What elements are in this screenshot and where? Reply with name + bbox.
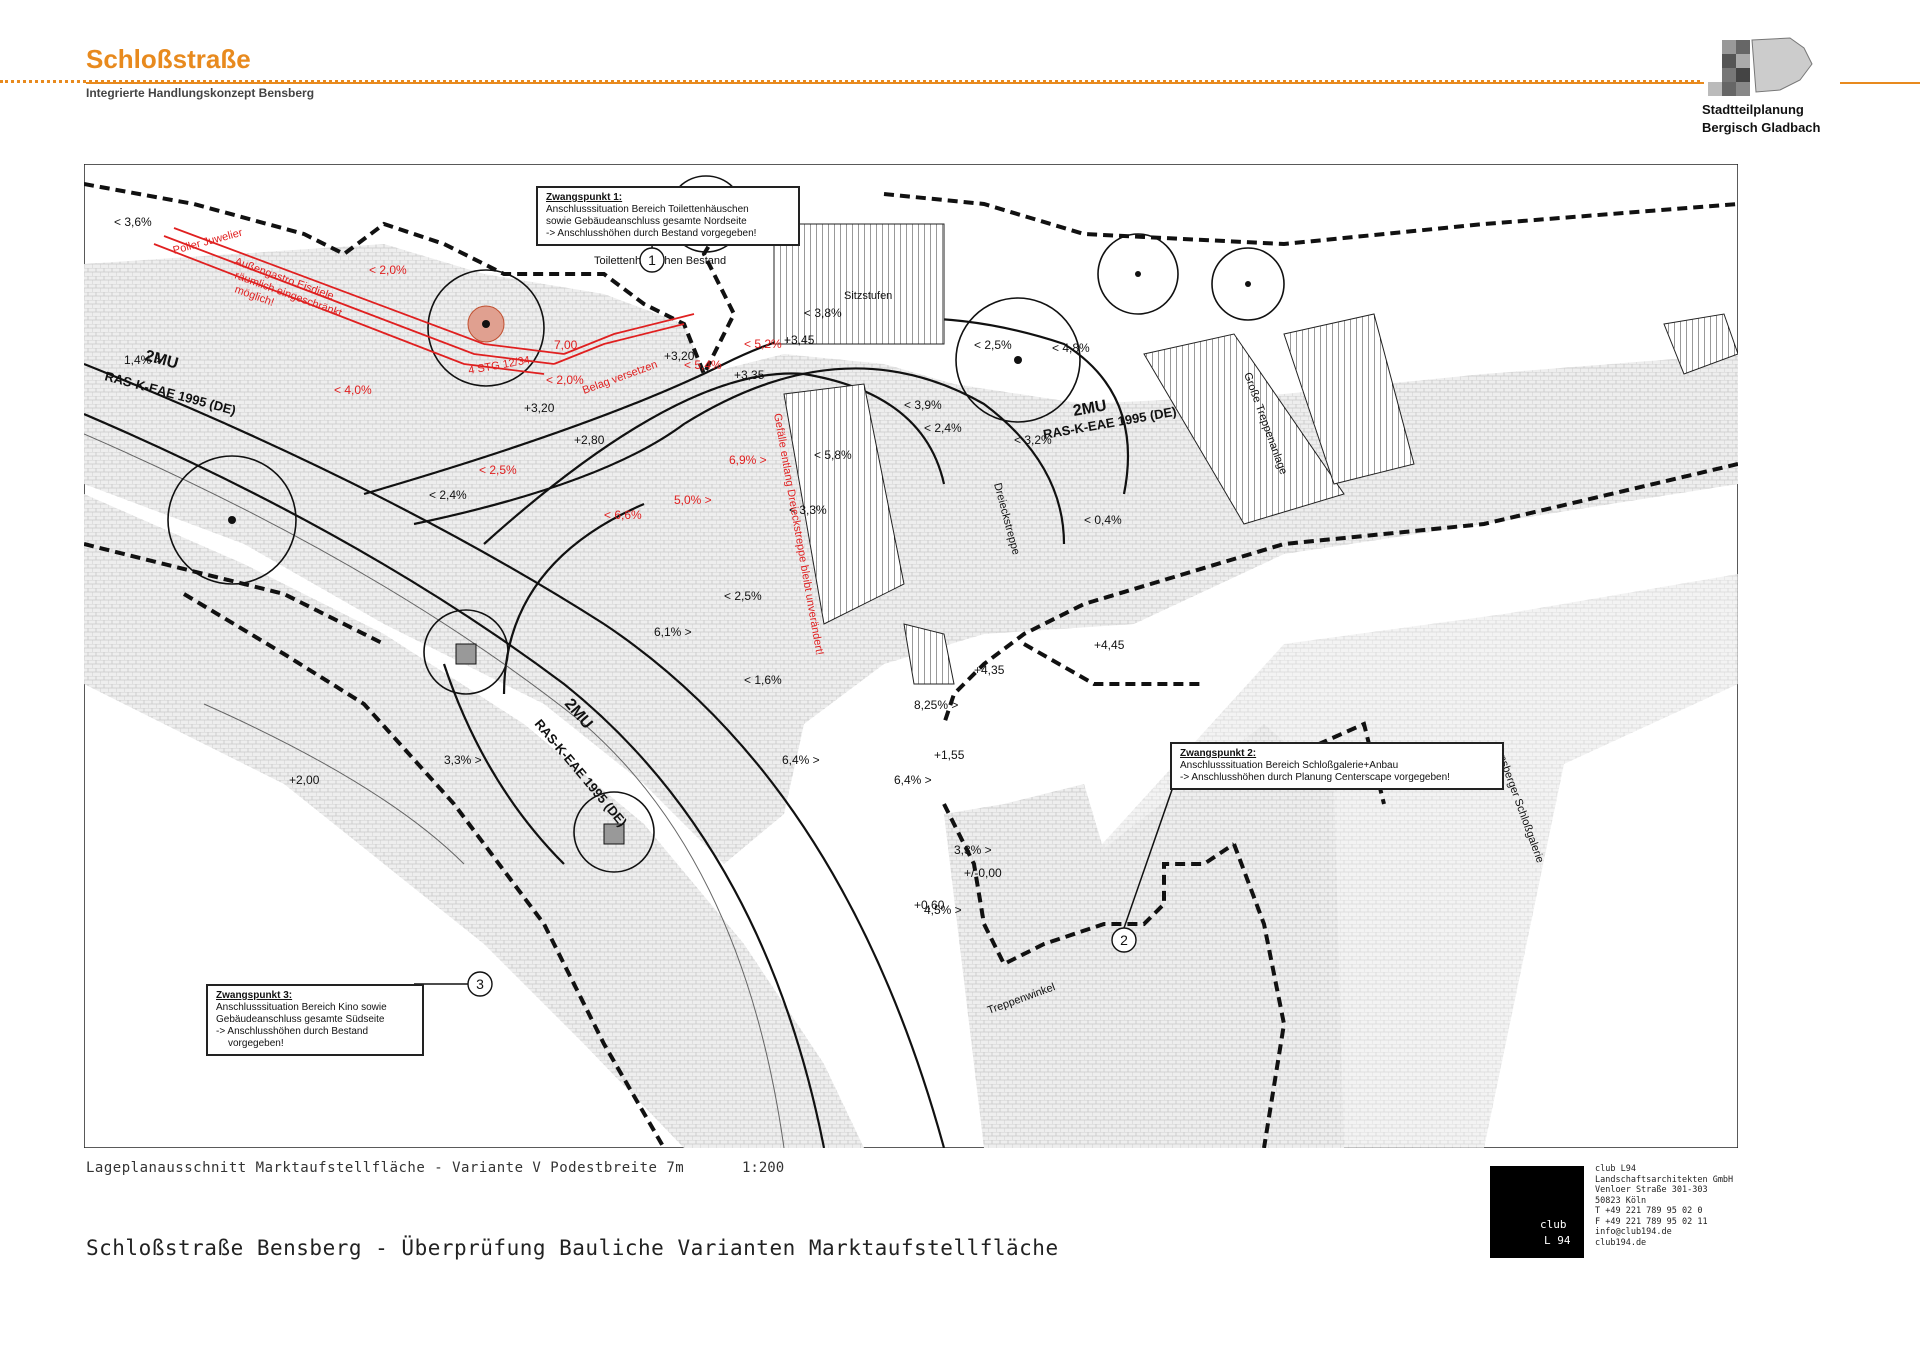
height-label: +4,45 [1094,638,1125,652]
callout-line: -> Anschlusshöhen durch Bestand [216,1026,369,1037]
height-label: +3,45 [784,333,815,347]
ras-label: 2MU [1072,397,1108,420]
slope-label: < 3,2% [1014,433,1052,447]
height-label: +2,80 [574,433,605,447]
page-title: Schloßstraße [86,44,251,74]
document-title: Schloßstraße Bensberg - Überprüfung Baul… [86,1236,1059,1260]
slope-label: 3,3% > [444,753,482,767]
slope-label-red: < 6,6% [604,508,642,522]
stadtteilplanung-logo [1708,37,1813,96]
große-treppenanlage [1143,333,1345,525]
slope-label-red: 5,0% > [674,493,712,507]
callout-line: Gebäudeanschluss gesamte Südseite [216,1014,385,1025]
firm-address: club L94 Landschaftsarchitekten GmbH Ven… [1595,1164,1734,1248]
callout-box-3: Zwangspunkt 3: Anschlusssituation Bereic… [206,984,424,1056]
callout-title: Zwangspunkt 3: [216,990,293,1001]
logo-text-2: Bergisch Gladbach [1702,120,1821,135]
slope-label-red: 6,9% > [729,453,767,467]
height-label: +0,60 [914,898,945,912]
height-label: +3,35 [734,368,765,382]
slope-label: < 2,5% [974,338,1012,352]
plan-scale: 1:200 [742,1160,785,1176]
slope-label: 6,4% > [894,773,932,787]
dreieckstreppe [783,383,905,625]
slope-label: < 3,3% [789,503,827,517]
sitzstufen-stairs [773,223,945,345]
label-sitzstufen: Sitzstufen [844,290,892,302]
callout-line: Anschlusssituation Bereich Schloßgalerie… [1180,760,1399,771]
slope-label: 6,1% > [654,625,692,639]
slope-label: < 4,8% [1052,341,1090,355]
slope-label: < 3,9% [904,398,942,412]
club-l94-logo: club L 94 [1490,1166,1584,1258]
header-rule-right [1840,82,1920,84]
callout-line: Anschlusssituation Bereich Kino sowie [216,1002,387,1013]
slope-label: 1,4% > [124,353,162,367]
slope-label: < 1,6% [744,673,782,687]
slope-label-red: < 4,0% [334,383,372,397]
treppenwinkel [903,623,955,685]
page-subtitle: Integrierte Handlungskonzept Bensberg [86,86,315,100]
marker-3: 3 [476,976,484,992]
callout-title: Zwangspunkt 2: [1180,748,1257,759]
callout-line: -> Anschlusshöhen durch Planung Centersc… [1180,772,1450,783]
slope-label-red: 7,00 [554,338,578,352]
callout-line: sowie Gebäudeanschluss gesamte Nordseite [546,216,747,227]
slope-label: 3,3% > [954,843,992,857]
height-label: +4,35 [974,663,1005,677]
header-rule [86,82,1704,84]
height-label: +/-0,00 [964,866,1002,880]
slope-label-red: < 5,4% [684,358,722,372]
slope-label: < 3,6% [114,215,152,229]
callout-title: Zwangspunkt 1: [546,192,623,203]
slope-labels-black: < 3,6% 1,4% > < 2,4% < 3,3% < 3,8% < 2,5… [114,215,1122,917]
site-plan: < 3,6% 1,4% > < 2,4% < 3,3% < 3,8% < 2,5… [84,164,1738,1148]
logo-text-1: Stadtteilplanung [1702,102,1804,117]
road-thin-lines [84,433,785,1148]
callout-line: vorgegeben! [228,1038,284,1049]
slope-label: < 0,4% [1084,513,1122,527]
red-terrace-lines [153,227,695,375]
slope-label: 6,4% > [782,753,820,767]
slope-label: < 2,4% [924,421,962,435]
tree-grate-2 [603,823,625,845]
slope-labels-red: < 2,0% < 2,0% < 4,0% < 5,2% < 5,4% < 2,5… [334,263,782,522]
stair-block-right [1663,313,1738,375]
callout-markers [467,247,1137,997]
slope-label-red: < 2,0% [546,373,584,387]
height-label: +1,55 [934,748,965,762]
marker-2: 2 [1120,932,1128,948]
plan-caption: Lageplanausschnitt Marktaufstellfläche -… [86,1160,685,1176]
header-dotted-line [0,80,1700,83]
slope-label: < 3,8% [804,306,842,320]
slope-label: < 2,4% [429,488,467,502]
plan-boundary [84,182,1738,1148]
slope-label-red: < 5,2% [744,337,782,351]
treppe-block [1283,313,1415,485]
slope-label: 8,25% > [914,698,958,712]
callout-box-1: Zwangspunkt 1: Anschlusssituation Bereic… [536,186,800,246]
slope-label: < 5,8% [814,448,852,462]
slope-label: < 2,5% [724,589,762,603]
slope-label-red: < 2,0% [369,263,407,277]
callout-line: -> Anschlusshöhen durch Bestand vorgegeb… [546,228,757,239]
height-labels: +3,45 +3,35 +3,20 +3,20 +2,80 +4,45 +4,3… [289,333,1125,912]
height-label: +3,20 [524,401,555,415]
slope-label: 4,5% > [924,903,962,917]
callout-line: Anschlusssituation Bereich Toilettenhäus… [546,204,749,215]
slope-label-red: < 2,5% [479,463,517,477]
height-label: +2,00 [289,773,320,787]
callout-box-2: Zwangspunkt 2: Anschlusssituation Bereic… [1170,742,1504,790]
marker-1: 1 [648,252,656,268]
height-label: +3,20 [664,349,695,363]
paved-area [84,164,1738,1148]
tree-grate [455,643,477,665]
